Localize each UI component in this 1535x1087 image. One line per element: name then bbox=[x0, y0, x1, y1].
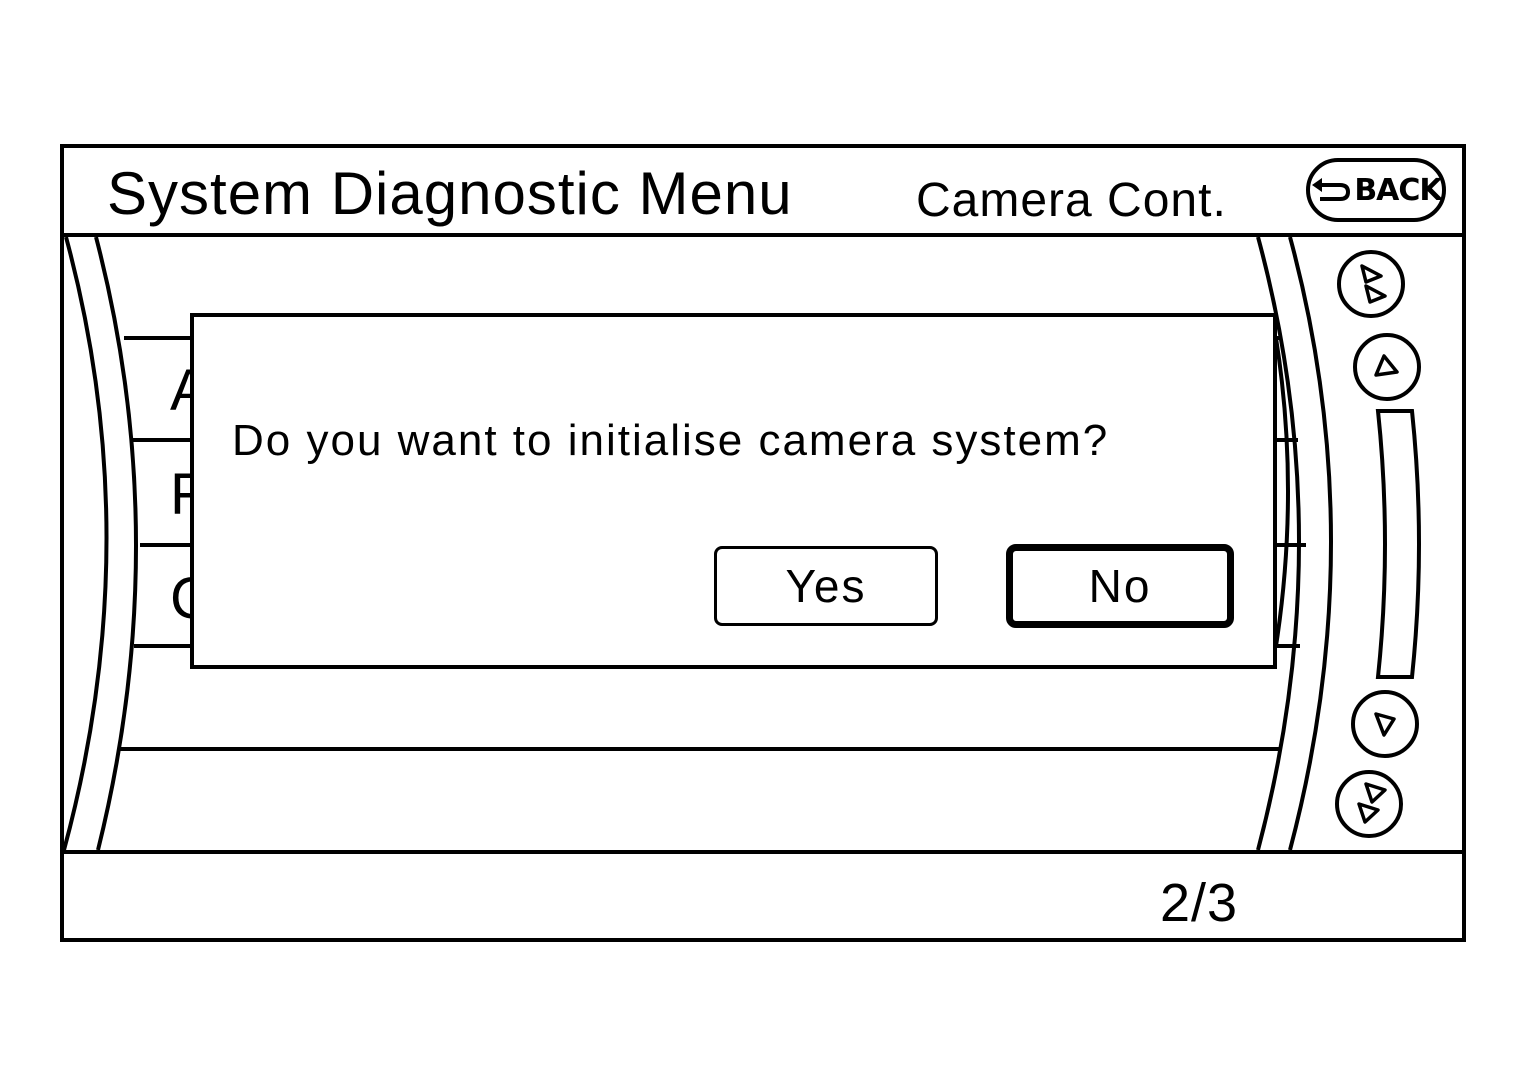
back-button[interactable]: BACK bbox=[1306, 158, 1446, 222]
left-bezel-inner bbox=[94, 236, 138, 851]
scrollbar-track[interactable] bbox=[1375, 409, 1421, 679]
no-button[interactable]: No bbox=[1006, 544, 1234, 628]
dialog-question: Do you want to initialise camera system? bbox=[232, 416, 1110, 465]
double-chevron-down-icon[interactable] bbox=[1335, 770, 1403, 838]
list-item-initial: C bbox=[170, 570, 192, 628]
confirm-dialog: Do you want to initialise camera system?… bbox=[190, 313, 1277, 669]
yes-button[interactable]: Yes bbox=[714, 546, 938, 626]
right-bezel-inner bbox=[1256, 236, 1301, 851]
chevron-down-icon[interactable] bbox=[1351, 690, 1419, 758]
return-arrow-icon bbox=[1312, 178, 1351, 201]
breadcrumb-current: Camera Cont. bbox=[916, 174, 1227, 227]
list-item-initial: A bbox=[170, 362, 192, 420]
page-title: System Diagnostic Menu bbox=[107, 160, 793, 227]
right-bezel-outer bbox=[1288, 236, 1333, 851]
chevron-up-icon[interactable] bbox=[1353, 333, 1421, 401]
left-bezel-outer bbox=[62, 236, 109, 851]
double-chevron-up-icon[interactable] bbox=[1337, 250, 1405, 318]
list-item-initial: F bbox=[170, 466, 192, 524]
outer-border bbox=[60, 144, 1466, 942]
back-button-label: BACK bbox=[1354, 172, 1442, 208]
page-indicator: 2/3 bbox=[1160, 873, 1239, 933]
list-right-edge bbox=[1274, 337, 1290, 647]
